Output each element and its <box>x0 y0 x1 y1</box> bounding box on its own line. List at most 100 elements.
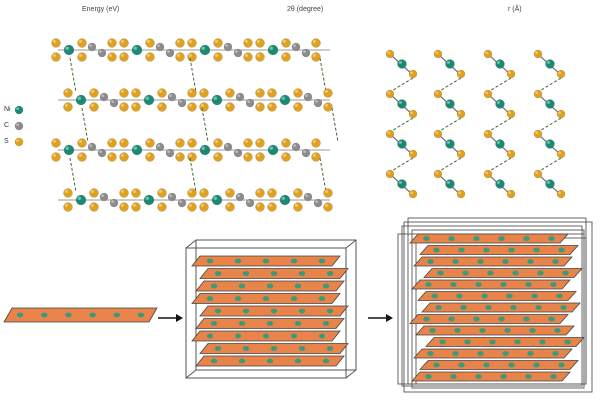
sulfur-atom <box>311 138 321 148</box>
sulfur-atom <box>408 69 418 79</box>
disordered-nanosheet-site <box>527 259 534 264</box>
disordered-nanosheet-site <box>510 305 517 310</box>
carbon-atom-shine <box>167 150 171 154</box>
box-edge <box>185 239 197 249</box>
disordered-nanosheet-site <box>475 282 482 287</box>
disordered-nanosheet <box>425 337 585 347</box>
sulfur-atom <box>107 152 117 162</box>
stacked-nanosheet-site <box>214 346 222 351</box>
disordered-nanosheet-site <box>433 247 440 253</box>
sulfur-atom-shine <box>282 53 286 57</box>
sulfur-atom <box>293 102 303 112</box>
box-frame <box>401 225 583 387</box>
sulfur-atom <box>456 189 466 199</box>
sulfur-atom <box>187 102 197 112</box>
sulfur-atom-shine <box>268 203 272 207</box>
stacked-nanosheet-site <box>266 283 274 289</box>
disordered-nanosheet-site <box>535 305 542 310</box>
sulfur-atom <box>63 188 73 198</box>
sulfur-atom-shine <box>158 103 162 108</box>
disordered-nanosheet-site <box>539 339 546 345</box>
sulfur-atom-shine <box>324 203 328 207</box>
nickel-atom <box>131 44 143 56</box>
carbon-atom <box>87 42 97 52</box>
stacked-nanosheet-site <box>322 283 330 289</box>
carbon-atom-shine <box>157 144 161 148</box>
disordered-nanosheet-site <box>533 362 540 368</box>
disordered-nanosheet-site <box>437 270 444 276</box>
carbon-atom <box>165 48 175 58</box>
stacked-nanosheet-site <box>326 271 334 276</box>
sulfur-atom <box>187 88 197 98</box>
nickel-atom <box>267 144 279 156</box>
nickel-atom-shine <box>546 100 550 105</box>
stacked-sheets-ordered <box>185 239 357 379</box>
disordered-nanosheet-site <box>448 316 455 322</box>
nickel-atom <box>545 139 555 149</box>
stacked-nanosheet-site <box>290 296 298 301</box>
interlayer-contact <box>201 107 209 143</box>
stacked-nanosheet-site <box>210 283 218 289</box>
nickel-atom <box>495 59 505 69</box>
interchain-contact <box>537 77 562 93</box>
sulfur-atom-shine <box>535 91 538 94</box>
interlayer-contact <box>331 107 339 143</box>
sulfur-atom <box>483 49 493 59</box>
sulfur-atom-shine <box>188 89 192 94</box>
stacked-nanosheet-site <box>238 358 246 364</box>
sulfur-atom-shine <box>485 91 488 94</box>
legend-c-symbol: C <box>4 122 10 129</box>
sulfur-atom-shine <box>120 53 125 57</box>
sulfur-atom-shine <box>410 191 413 195</box>
nickel-atom <box>279 94 291 106</box>
disordered-nanosheet-site <box>448 236 455 241</box>
stacked-nanosheet-site <box>266 321 274 326</box>
legend-s: S <box>4 138 9 145</box>
carbon-atom <box>235 92 245 102</box>
disordered-nanosheet-site <box>427 351 434 356</box>
carbon-atom <box>97 148 107 158</box>
legend-s-dot-shine <box>16 139 19 143</box>
disordered-nanosheet-site <box>537 270 544 276</box>
sulfur-atom <box>131 188 141 198</box>
sulfur-atom-shine <box>214 53 218 57</box>
sulfur-atom-shine <box>508 71 511 74</box>
disordered-nanosheet-site <box>564 339 571 345</box>
sulfur-atom <box>119 38 129 48</box>
carbon-atom-shine <box>179 200 183 204</box>
r-label: r (Å) <box>508 6 522 13</box>
sulfur-atom-shine <box>558 71 561 74</box>
nickel-atom <box>495 139 505 149</box>
sulfur-atom-shine <box>282 39 286 43</box>
sulfur-atom-shine <box>226 189 230 193</box>
sulfur-atom-shine <box>108 153 113 157</box>
sulfur-atom-shine <box>485 51 488 54</box>
sulfur-atom-shine <box>188 139 192 143</box>
sulfur-atom-shine <box>64 103 69 108</box>
interchain-contact <box>487 117 512 133</box>
sulfur-atom-shine <box>188 189 192 193</box>
legend-s-symbol: S <box>4 138 9 145</box>
legend-ni-symbol: Ni <box>4 106 11 113</box>
sulfur-atom <box>51 38 61 48</box>
sulfur-atom <box>145 38 155 48</box>
sulfur-atom-shine <box>64 189 69 193</box>
nickel-atom-shine <box>77 96 81 100</box>
interlayer-contact <box>69 157 77 193</box>
sulfur-atom <box>145 152 155 162</box>
nickel-atom-shine <box>496 60 500 64</box>
sulfur-atom <box>107 52 117 62</box>
sulfur-atom <box>145 52 155 62</box>
sulfur-atom <box>281 52 291 62</box>
carbon-atom <box>167 92 177 102</box>
carbon-atom-shine <box>225 144 229 148</box>
carbon-atom <box>87 142 97 152</box>
disordered-nanosheet-site <box>460 305 467 310</box>
disordered-nanosheet-site <box>556 293 563 299</box>
stacked-nanosheet-site <box>270 308 278 314</box>
sulfur-atom <box>556 109 566 119</box>
sulfur-atom <box>77 138 87 148</box>
nickel-atom-shine <box>496 140 500 144</box>
sulfur-atom <box>255 152 265 162</box>
